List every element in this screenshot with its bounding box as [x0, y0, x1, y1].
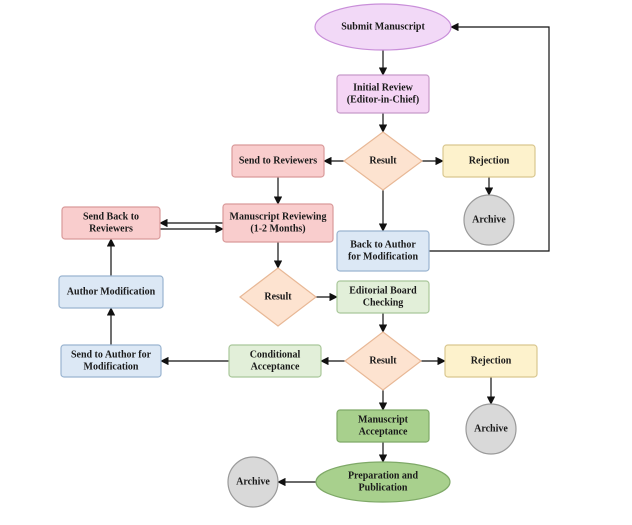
- node-label-line: Modification: [84, 361, 139, 372]
- node-shape-box: [336, 230, 430, 272]
- node-label-line: Archive: [474, 423, 508, 434]
- node-shape-box: [444, 344, 538, 378]
- node-result1: Result: [342, 131, 424, 191]
- node-label-line: Checking: [363, 297, 404, 308]
- node-rejection1: Rejection: [442, 144, 536, 178]
- node-label-line: (Editor-in-Chief): [347, 94, 419, 105]
- node-label-line: Publication: [359, 482, 408, 493]
- node-shape-diamond: [342, 131, 424, 191]
- node-ms-reviewing: Manuscript Reviewing(1-2 Months): [222, 203, 334, 243]
- node-shape-box: [336, 280, 430, 314]
- node-label-line: Result: [369, 355, 397, 366]
- node-label-line: Submit Manuscript: [341, 21, 425, 32]
- node-label-line: Initial Review: [353, 82, 413, 93]
- node-label-line: Author Modification: [67, 286, 156, 297]
- node-result3: Result: [344, 331, 422, 391]
- node-shape-circle: [227, 456, 279, 508]
- node-label-line: Send to Reviewers: [239, 155, 317, 166]
- node-label-line: Acceptance: [251, 361, 300, 372]
- node-label-line: Manuscript: [358, 414, 409, 425]
- node-shape-box: [60, 344, 162, 378]
- node-shape-circle: [463, 194, 515, 246]
- node-rejection2: Rejection: [444, 344, 538, 378]
- node-label-line: for Modification: [348, 251, 419, 262]
- node-archive1: Archive: [463, 194, 515, 246]
- node-label-line: Send to Author for: [71, 349, 152, 360]
- edges-layer: [106, 22, 550, 487]
- node-label-line: Rejection: [469, 155, 510, 166]
- node-result2: Result: [239, 267, 317, 327]
- node-shape-box: [222, 203, 334, 243]
- edge-back-author-to-submit: [429, 22, 550, 252]
- node-shape-circle: [465, 403, 517, 455]
- node-label-line: Send Back to: [83, 211, 139, 222]
- node-shape-box: [442, 144, 536, 178]
- node-shape-box: [336, 409, 430, 443]
- node-shape-diamond: [239, 267, 317, 327]
- node-label-line: Preparation and: [348, 470, 419, 481]
- node-shape-box: [231, 144, 325, 178]
- node-label-line: Editorial Board: [349, 285, 417, 296]
- node-archive3: Archive: [227, 456, 279, 508]
- node-shape-ellipse: [314, 3, 452, 51]
- node-shape-box: [336, 74, 430, 114]
- node-archive2: Archive: [465, 403, 517, 455]
- node-label-line: Archive: [236, 476, 270, 487]
- node-label-line: Back to Author: [350, 239, 416, 250]
- node-shape-box: [58, 275, 164, 309]
- node-label-line: Rejection: [471, 355, 512, 366]
- node-submit: Submit Manuscript: [314, 3, 452, 51]
- node-shape-box: [228, 344, 322, 378]
- node-label-line: Result: [264, 291, 292, 302]
- node-initial-review: Initial Review(Editor-in-Chief): [336, 74, 430, 114]
- node-label-line: Conditional: [250, 349, 301, 360]
- node-label-line: Archive: [472, 214, 506, 225]
- node-shape-diamond: [344, 331, 422, 391]
- node-label-line: Reviewers: [89, 223, 133, 234]
- node-label-line: Result: [369, 155, 397, 166]
- node-author-mod: Author Modification: [58, 275, 164, 309]
- node-label-line: (1-2 Months): [250, 223, 305, 234]
- node-send-reviewers: Send to Reviewers: [231, 144, 325, 178]
- node-shape-box: [61, 206, 161, 240]
- node-label-line: Acceptance: [359, 426, 408, 437]
- node-label-line: Manuscript Reviewing: [230, 211, 327, 222]
- node-shape-ellipse: [315, 461, 451, 503]
